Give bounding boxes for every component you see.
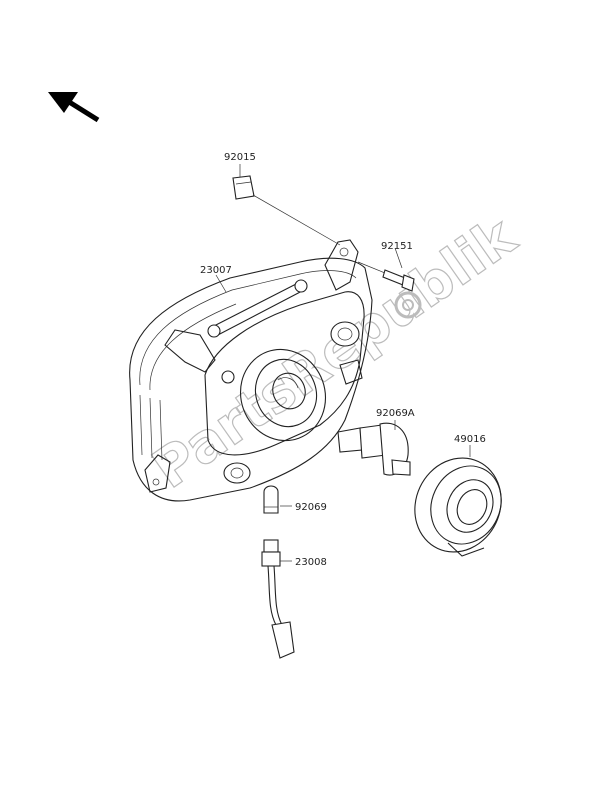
label-92069A: 92069A bbox=[376, 408, 415, 419]
clip-nut-92015 bbox=[232, 175, 341, 246]
small-bulb-92069 bbox=[263, 485, 279, 514]
headlight-housing-23007 bbox=[129, 239, 373, 502]
leader-lines bbox=[215, 164, 471, 562]
socket-harness-23008 bbox=[261, 539, 295, 659]
front-direction-arrow bbox=[48, 92, 100, 123]
label-23008: 23008 bbox=[295, 557, 327, 568]
socket-cover-49016 bbox=[414, 457, 502, 557]
label-49016: 49016 bbox=[454, 434, 486, 445]
bolt-92151 bbox=[357, 261, 415, 292]
label-23007: 23007 bbox=[200, 265, 232, 276]
label-92151: 92151 bbox=[381, 241, 413, 252]
bulb-92069A bbox=[337, 422, 411, 476]
label-92069: 92069 bbox=[295, 502, 327, 513]
label-92015: 92015 bbox=[224, 152, 256, 163]
